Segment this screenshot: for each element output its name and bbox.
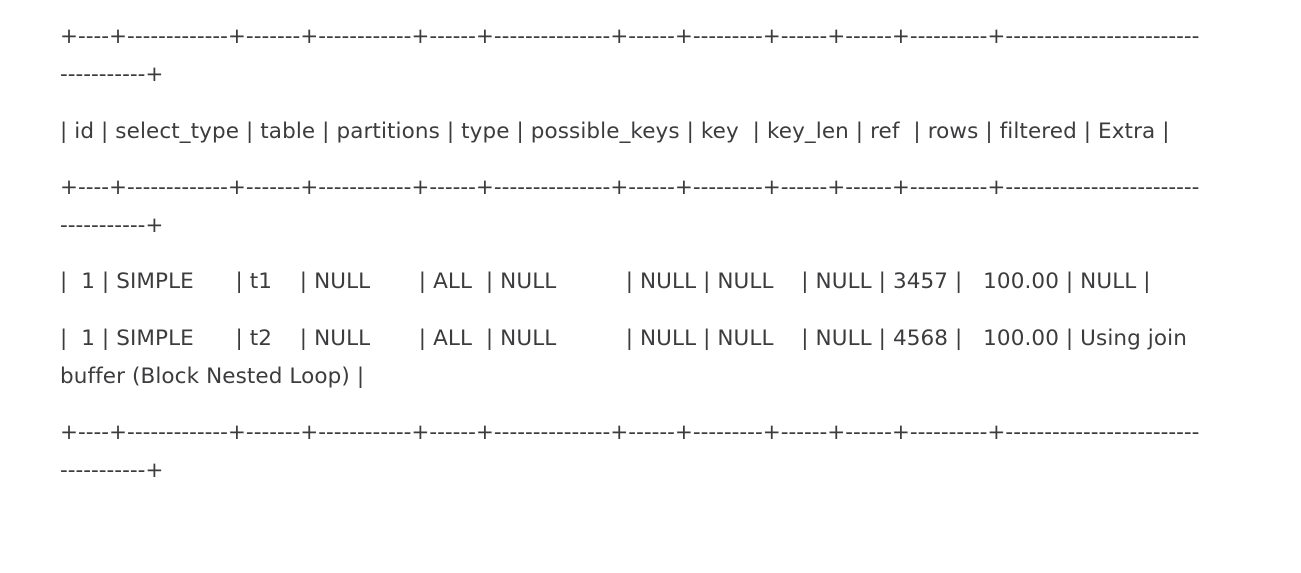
explain-data-row: | 1 | SIMPLE | t2 | NULL | ALL | NULL | … xyxy=(60,325,1194,389)
explain-output-block: +----+-------------+-------+------------… xyxy=(60,24,1200,484)
explain-header-row: | id | select_type | table | partitions … xyxy=(60,118,1170,144)
explain-separator-top: +----+-------------+-------+------------… xyxy=(60,24,1200,88)
explain-data-row: | 1 | SIMPLE | t1 | NULL | ALL | NULL | … xyxy=(60,269,1151,295)
explain-separator-bottom: +----+-------------+-------+------------… xyxy=(60,420,1200,484)
explain-separator-middle: +----+-------------+-------+------------… xyxy=(60,174,1200,239)
